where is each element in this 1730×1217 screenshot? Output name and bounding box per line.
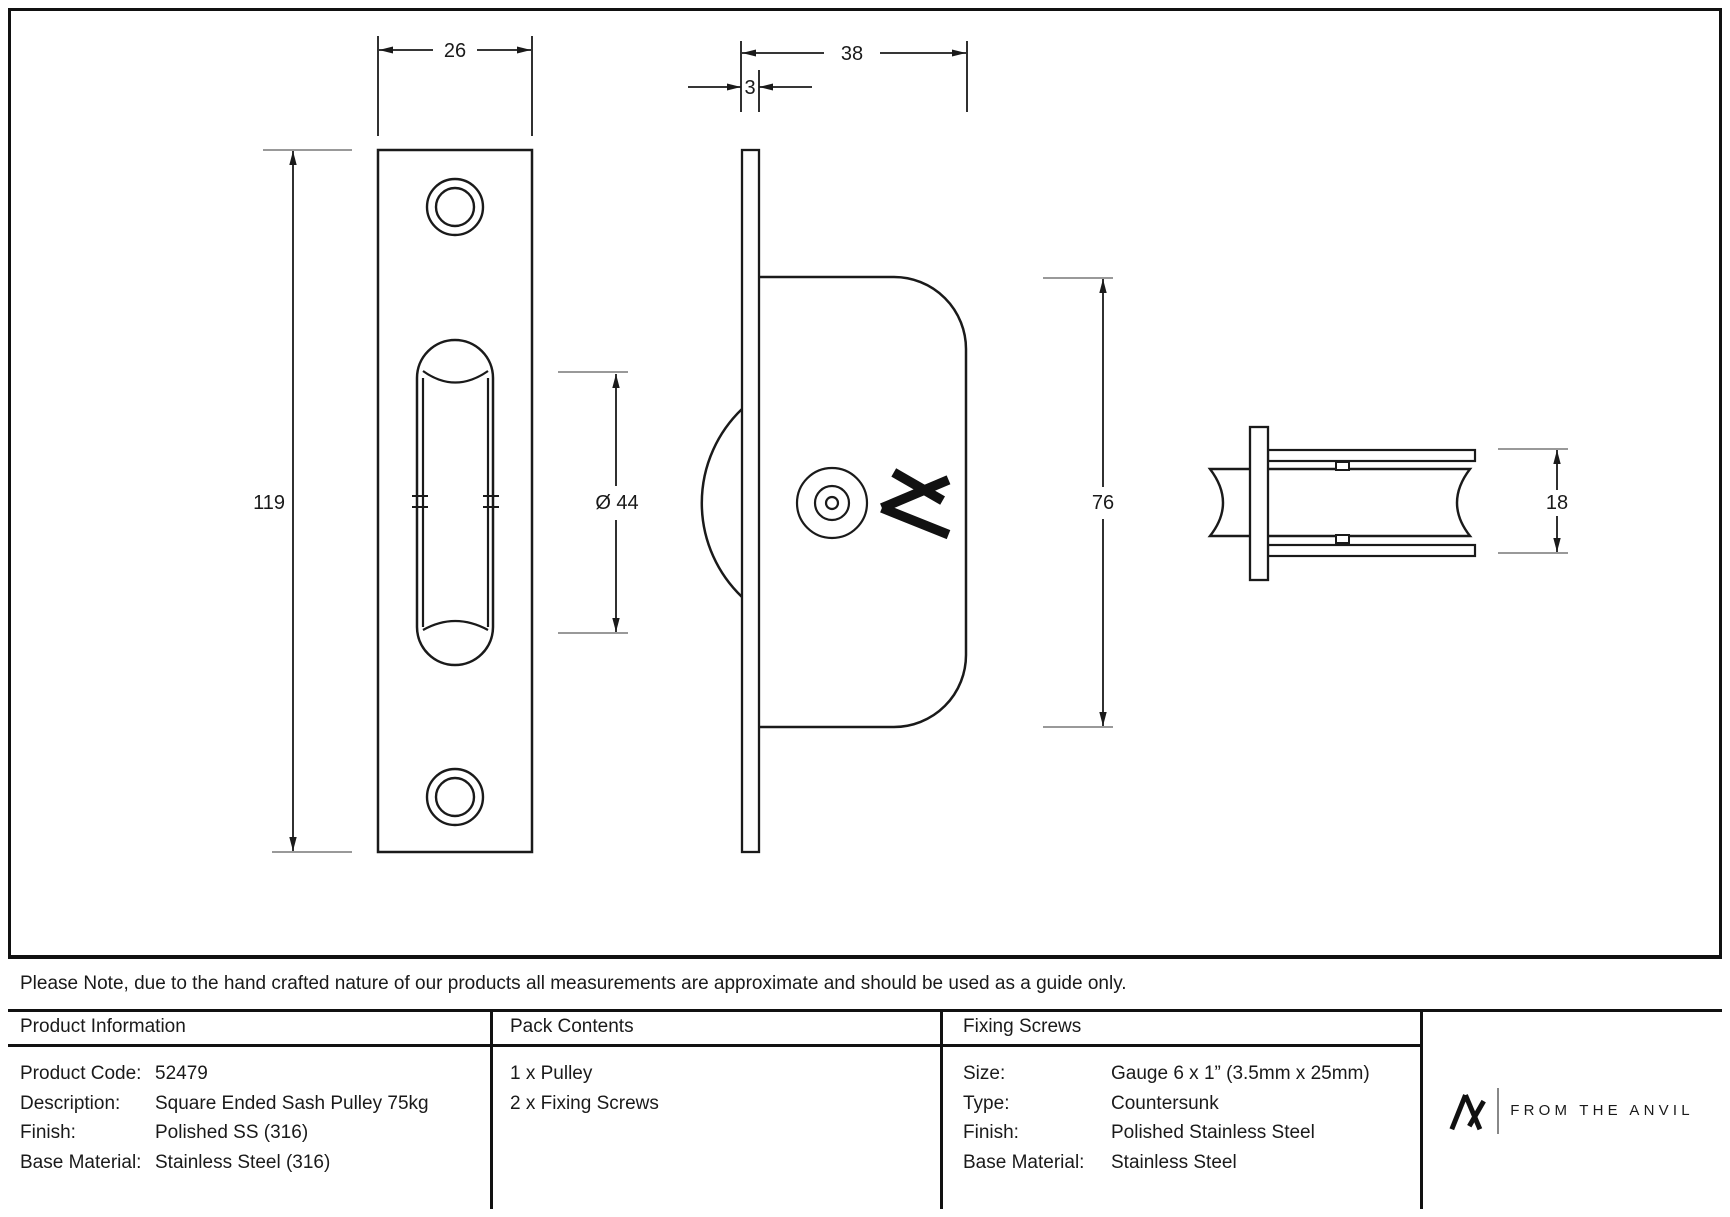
row-value: Polished Stainless Steel xyxy=(1111,1122,1315,1143)
table-row: Description: Square Ended Sash Pulley 75… xyxy=(20,1089,490,1119)
dim-wheel-diameter: Ø 44 xyxy=(595,492,638,514)
row-value: Countersunk xyxy=(1111,1092,1219,1114)
row-label: Type: xyxy=(963,1092,1010,1114)
measurement-note-text: Please Note, due to the hand crafted nat… xyxy=(20,973,1127,994)
row-label: Base Material: xyxy=(20,1151,142,1173)
front-view xyxy=(376,148,534,854)
row-value: Gauge 6 x 1” (3.5mm x 25mm) xyxy=(1111,1063,1370,1084)
row-label: Size: xyxy=(963,1063,1006,1084)
table-row: Base Material: Stainless Steel (316) xyxy=(20,1148,490,1178)
row-label: Finish: xyxy=(20,1122,76,1143)
from-the-anvil-logo-icon xyxy=(1449,1093,1487,1130)
brand-wordmark: FROM THE ANVIL xyxy=(1510,1102,1694,1119)
product-information-header: Product Information xyxy=(8,1012,490,1047)
dim-body-height: 76 xyxy=(1092,492,1114,514)
brand-cell: FROM THE ANVIL xyxy=(1423,1012,1719,1209)
axle-notch-bottom xyxy=(1335,534,1350,544)
extension-lines-vertical xyxy=(377,36,968,136)
axle-notch-top xyxy=(1335,461,1350,471)
table-row: Finish: Polished SS (316) xyxy=(20,1118,490,1148)
dim-wheel-width: 18 xyxy=(1546,492,1568,514)
axle xyxy=(795,466,869,540)
end-view xyxy=(1207,425,1477,582)
center-tick-marks xyxy=(412,495,499,508)
screw-hole-top xyxy=(425,177,485,237)
bracket-arm-top xyxy=(1266,448,1477,463)
side-view xyxy=(700,148,968,854)
row-value: Polished SS (316) xyxy=(155,1122,309,1143)
pulley-slot xyxy=(412,338,499,667)
dim-front-width: 26 xyxy=(444,40,466,62)
dim-side-width: 38 xyxy=(841,43,863,65)
wheel-top-arc xyxy=(422,370,489,384)
end-faceplate xyxy=(1248,425,1270,582)
screw-hole-bottom xyxy=(425,767,485,827)
wheel-profile xyxy=(1207,467,1473,538)
pack-contents-header: Pack Contents xyxy=(493,1012,940,1047)
row-label: Description: xyxy=(20,1092,121,1114)
list-item: 2 x Fixing Screws xyxy=(510,1092,659,1114)
row-value: Stainless Steel xyxy=(1111,1151,1237,1173)
row-label: Product Code: xyxy=(20,1063,142,1084)
list-item: 1 x Pulley xyxy=(510,1063,593,1084)
table-row: Size: Gauge 6 x 1” (3.5mm x 25mm) xyxy=(963,1059,1420,1089)
row-label: Finish: xyxy=(963,1122,1019,1143)
brand-mark-engraved xyxy=(880,468,951,540)
row-value: Square Ended Sash Pulley 75kg xyxy=(155,1092,429,1114)
pulley-case xyxy=(758,275,968,729)
dimension-arrowheads xyxy=(289,46,1561,851)
table-row: Base Material: Stainless Steel xyxy=(963,1148,1420,1178)
dim-front-height: 119 xyxy=(253,492,285,514)
info-table: Please Note, due to the hand crafted nat… xyxy=(8,955,1722,1209)
fixing-screws-header: Fixing Screws xyxy=(943,1012,1420,1047)
extension-lines xyxy=(263,149,1568,853)
bracket-arm-bottom xyxy=(1266,543,1477,558)
wheel-bulge xyxy=(700,408,743,598)
table-row: Finish: Polished Stainless Steel xyxy=(963,1118,1420,1148)
dim-plate-thickness: 3 xyxy=(744,77,755,99)
technical-drawing: 26 38 3 119 Ø 44 76 18 xyxy=(253,36,1568,854)
pack-contents-section: Pack Contents 1 x Pulley 2 x Fixing Scre… xyxy=(493,1012,943,1209)
wheel-bottom-arc xyxy=(422,620,489,631)
row-value: Stainless Steel (316) xyxy=(155,1151,331,1173)
row-value: 52479 xyxy=(155,1063,208,1084)
table-row: Type: Countersunk xyxy=(963,1089,1420,1119)
product-information-section: Product Information Product Code: 52479 … xyxy=(8,1012,493,1209)
row-label: Base Material: xyxy=(963,1151,1085,1173)
measurement-note: Please Note, due to the hand crafted nat… xyxy=(8,959,1722,1012)
brand-divider xyxy=(1497,1087,1500,1134)
faceplate-edge xyxy=(740,148,761,854)
fixing-screws-section: Fixing Screws Size: Gauge 6 x 1” (3.5mm … xyxy=(943,1012,1423,1209)
table-row: Product Code: 52479 xyxy=(20,1059,490,1089)
